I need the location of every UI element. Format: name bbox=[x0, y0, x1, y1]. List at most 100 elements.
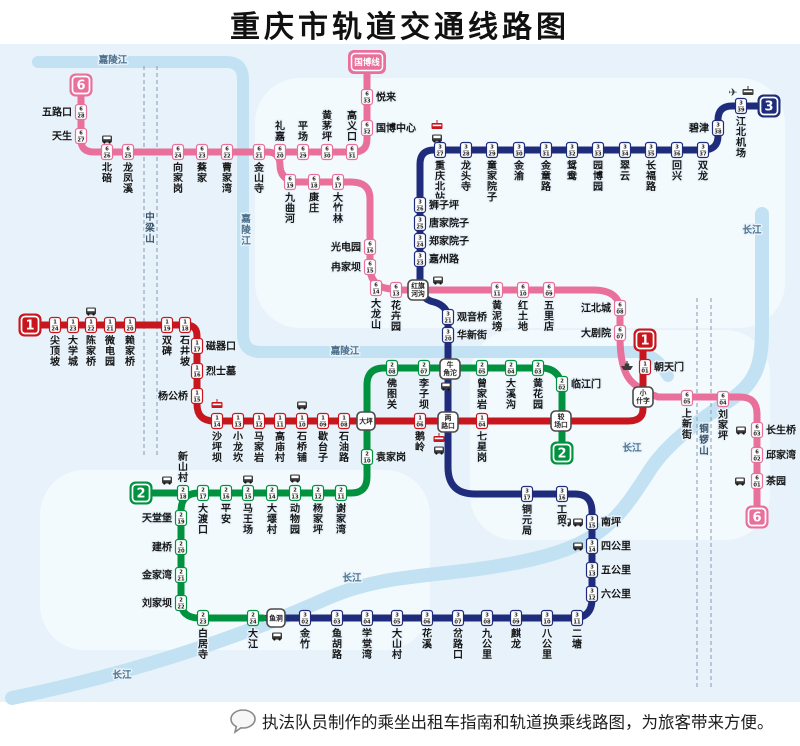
svg-text:红土地: 红土地 bbox=[518, 299, 528, 333]
svg-text:磁器口: 磁器口 bbox=[206, 340, 236, 353]
svg-text:30: 30 bbox=[323, 154, 331, 160]
line-badge-1: 1 bbox=[18, 313, 42, 337]
svg-text:08: 08 bbox=[483, 620, 491, 626]
svg-text:6: 6 bbox=[288, 176, 292, 182]
svg-text:10: 10 bbox=[543, 620, 551, 626]
svg-text:38: 38 bbox=[714, 130, 722, 136]
svg-text:1: 1 bbox=[215, 415, 219, 421]
svg-text:06: 06 bbox=[423, 620, 431, 626]
svg-text:曾家岩: 曾家岩 bbox=[476, 377, 488, 411]
svg-text:3: 3 bbox=[590, 540, 594, 546]
svg-text:08: 08 bbox=[388, 370, 396, 376]
svg-text:2: 2 bbox=[390, 362, 394, 368]
svg-text:22: 22 bbox=[87, 327, 95, 333]
river-label: 嘉陵江 bbox=[240, 213, 251, 247]
bus-icon bbox=[243, 475, 253, 484]
svg-text:郑家院子: 郑家院子 bbox=[429, 235, 469, 248]
svg-text:陈家桥: 陈家桥 bbox=[86, 334, 97, 368]
svg-text:1: 1 bbox=[321, 415, 325, 421]
svg-text:6: 6 bbox=[755, 475, 759, 481]
svg-text:2: 2 bbox=[251, 612, 255, 618]
svg-text:21: 21 bbox=[106, 327, 114, 333]
line-badge-6: 6 bbox=[745, 505, 769, 529]
svg-text:21: 21 bbox=[177, 577, 185, 583]
svg-text:20: 20 bbox=[276, 154, 284, 160]
svg-text:九曲河: 九曲河 bbox=[284, 191, 295, 225]
svg-text:26: 26 bbox=[103, 154, 111, 160]
svg-text:2: 2 bbox=[179, 597, 183, 603]
svg-text:1: 1 bbox=[25, 319, 34, 334]
interchange-两路口: 两路口 bbox=[437, 411, 459, 433]
svg-text:3: 3 bbox=[395, 612, 399, 618]
bus-icon bbox=[162, 476, 172, 485]
svg-text:1: 1 bbox=[71, 319, 75, 325]
svg-text:北碚: 北碚 bbox=[102, 161, 112, 185]
svg-text:18: 18 bbox=[310, 184, 318, 190]
svg-text:3: 3 bbox=[438, 144, 442, 150]
svg-text:大龙山: 大龙山 bbox=[370, 297, 381, 331]
river-label: 长江 bbox=[622, 442, 642, 454]
line-badge-3: 3 bbox=[757, 94, 781, 118]
bus-icon bbox=[573, 542, 583, 551]
svg-text:6: 6 bbox=[618, 327, 622, 333]
svg-text:3: 3 bbox=[570, 144, 574, 150]
interchange-大坪: 大坪 bbox=[356, 411, 376, 431]
svg-text:27: 27 bbox=[436, 152, 444, 158]
svg-text:2: 2 bbox=[365, 451, 369, 457]
svg-text:蔡家: 蔡家 bbox=[196, 161, 208, 185]
svg-text:3: 3 bbox=[764, 100, 773, 115]
svg-text:杨家坪: 杨家坪 bbox=[313, 502, 324, 536]
river-label: 长江 bbox=[342, 572, 362, 584]
svg-text:03: 03 bbox=[333, 620, 341, 626]
svg-text:金童路: 金童路 bbox=[540, 159, 552, 193]
svg-text:3: 3 bbox=[365, 612, 369, 618]
svg-text:6: 6 bbox=[495, 284, 499, 290]
svg-text:新山村: 新山村 bbox=[178, 450, 188, 484]
svg-text:3: 3 bbox=[335, 612, 339, 618]
svg-text:3: 3 bbox=[649, 144, 653, 150]
svg-text:39: 39 bbox=[737, 108, 745, 114]
svg-text:江北机场: 江北机场 bbox=[736, 115, 746, 160]
svg-text:重庆北站: 重庆北站 bbox=[434, 159, 445, 204]
svg-text:2: 2 bbox=[179, 569, 183, 575]
line-3-stations: 339江北机场338碧津337双龙336回兴335长福路334翠云333园博园3… bbox=[298, 97, 748, 663]
svg-text:杨公桥: 杨公桥 bbox=[158, 390, 189, 403]
svg-text:鱼洞: 鱼洞 bbox=[269, 613, 283, 622]
svg-text:33: 33 bbox=[363, 99, 371, 105]
svg-text:34: 34 bbox=[621, 152, 629, 158]
svg-text:14: 14 bbox=[588, 548, 596, 554]
bus-icon bbox=[561, 518, 571, 527]
svg-text:花卉园: 花卉园 bbox=[391, 299, 401, 333]
svg-text:3: 3 bbox=[590, 588, 594, 594]
svg-text:石井坡: 石井坡 bbox=[179, 335, 191, 368]
svg-text:大堰村: 大堰村 bbox=[267, 502, 277, 536]
svg-text:3: 3 bbox=[446, 329, 450, 335]
svg-text:01: 01 bbox=[753, 483, 761, 489]
svg-text:3: 3 bbox=[418, 253, 422, 259]
svg-text:11: 11 bbox=[493, 292, 501, 298]
svg-text:6: 6 bbox=[79, 106, 83, 112]
svg-text:什字: 什字 bbox=[636, 396, 650, 405]
svg-text:6: 6 bbox=[721, 393, 725, 399]
river-label: 嘉陵江 bbox=[98, 54, 128, 66]
svg-text:33: 33 bbox=[594, 152, 602, 158]
svg-text:09: 09 bbox=[545, 292, 553, 298]
svg-text:金渝: 金渝 bbox=[513, 159, 525, 183]
